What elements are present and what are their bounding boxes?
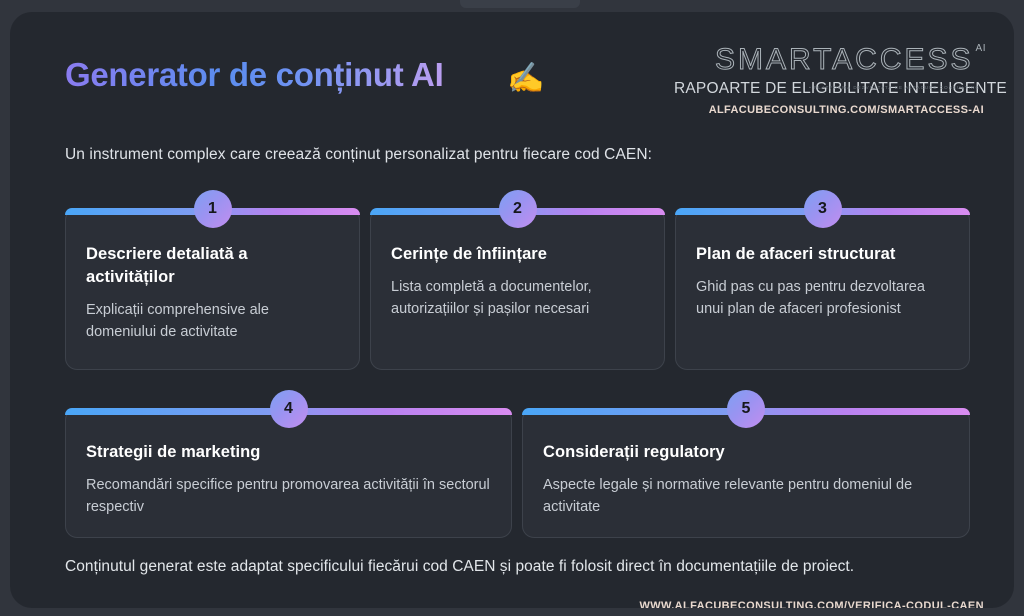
card-number-badge: 3: [803, 190, 842, 228]
feature-card-2: 2 Cerințe de înființare Lista completă a…: [370, 190, 665, 370]
top-edge-decoration: [460, 0, 580, 8]
intro-text: Un instrument complex care creează conți…: [65, 146, 653, 163]
page-title: Generator de conținut AI: [65, 56, 444, 93]
card-number-badge: 4: [269, 390, 308, 428]
logo-url[interactable]: ALFACUBECONSULTING.COM/SMARTACCESS-AI: [708, 103, 984, 116]
card-description: Ghid pas cu pas pentru dezvoltarea unui …: [696, 278, 925, 317]
card-description: Recomandări specifice pentru promovarea …: [86, 476, 490, 515]
feature-card-1: 1 Descriere detaliată a activităților Ex…: [65, 190, 360, 370]
card-description: Aspecte legale și normative relevante pe…: [543, 476, 913, 515]
card-title: Descriere detaliată a activităților: [86, 245, 248, 286]
feature-card-3: 3 Plan de afaceri structurat Ghid pas cu…: [675, 190, 970, 370]
card-title: Strategii de marketing: [86, 443, 261, 461]
card-content: Descriere detaliată a activităților Expl…: [66, 209, 359, 361]
card-content: Cerințe de înființare Lista completă a d…: [371, 209, 664, 338]
card-content: Strategii de marketing Recomandări speci…: [66, 409, 511, 536]
logo-tagline: RAPOARTE DE ELIGIBILITATE INTELIGENTE: [674, 79, 1007, 97]
card-number-badge: 2: [498, 190, 537, 228]
footer-note: Conținutul generat este adaptat specific…: [65, 558, 855, 575]
card-title: Considerații regulatory: [543, 443, 725, 461]
logo-superscript-ai: AI: [975, 43, 986, 54]
card-content: Considerații regulatory Aspecte legale ș…: [523, 409, 969, 536]
logo-microtext: • PLATFORMA DEZVOLTATA DE ALFACUBE CONSU…: [809, 85, 980, 90]
card-number-badge: 1: [193, 190, 232, 228]
card-content: Plan de afaceri structurat Ghid pas cu p…: [676, 209, 969, 338]
card-title: Plan de afaceri structurat: [696, 245, 896, 263]
card-title: Cerințe de înființare: [391, 245, 547, 263]
writing-hand-emoji: ✍️: [507, 62, 545, 95]
feature-card-4: 4 Strategii de marketing Recomandări spe…: [65, 390, 512, 538]
footer-url[interactable]: WWW.ALFACUBECONSULTING.COM/VERIFICA-CODU…: [639, 600, 984, 608]
logo-wordmark-text: SMARTACCESS: [714, 43, 974, 76]
card-description: Explicații comprehensive ale domeniului …: [86, 301, 269, 340]
feature-card-5: 5 Considerații regulatory Aspecte legale…: [522, 390, 970, 538]
card-description: Lista completă a documentelor, autorizaț…: [391, 278, 592, 317]
card-number-badge: 5: [727, 390, 765, 428]
